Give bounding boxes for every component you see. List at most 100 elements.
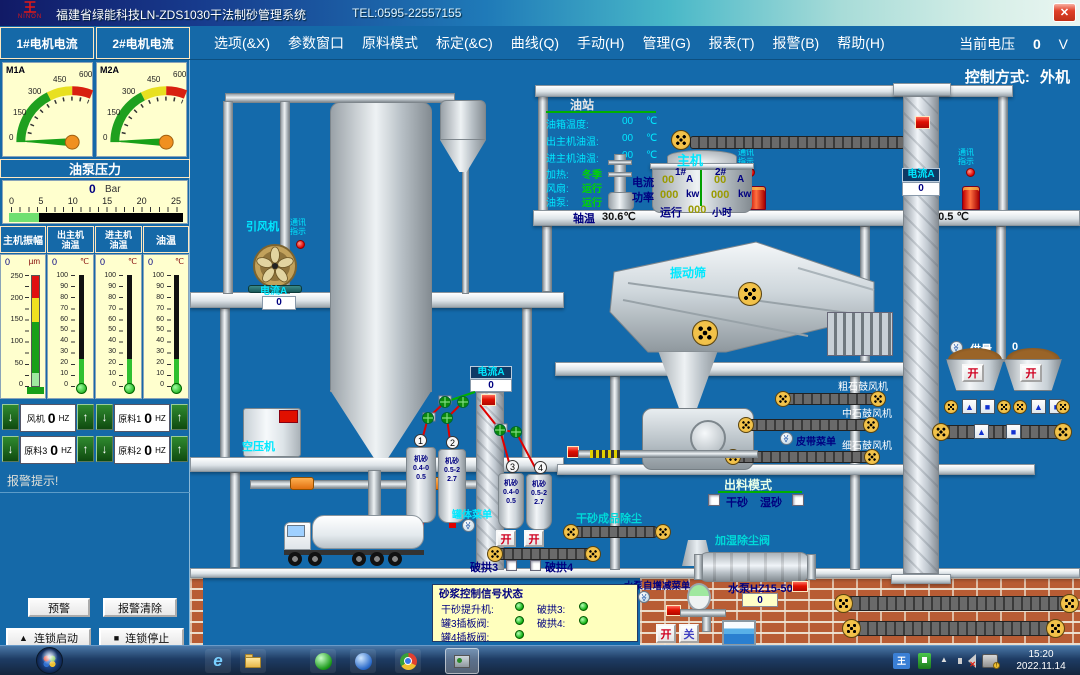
tank3-open-button[interactable]: 开 xyxy=(496,530,516,547)
explorer-icon[interactable] xyxy=(240,649,266,673)
close-button[interactable]: ✕ xyxy=(1053,3,1076,22)
material1-freq-up-button[interactable]: ↑ xyxy=(171,404,188,430)
tick-label: 0 xyxy=(112,380,116,388)
menu-item-manage[interactable]: 管理(G) xyxy=(642,35,691,51)
amp-header: 主机振幅 xyxy=(0,226,46,253)
tick-label: 30 xyxy=(60,348,68,356)
app-blue-icon[interactable] xyxy=(350,649,376,673)
signal-r2c1-label: 罐3插板阀: xyxy=(441,619,490,630)
pump-indicator xyxy=(792,581,808,592)
hopper1-stop-button[interactable]: ■ xyxy=(980,399,995,414)
material3-freq-unit: HZ xyxy=(61,445,72,455)
pipe-coupler xyxy=(290,477,314,490)
break-arch4-checkbox[interactable] xyxy=(530,560,541,571)
screen-funnel xyxy=(658,352,718,410)
browser-icon[interactable] xyxy=(395,649,421,673)
tick-label: 20 xyxy=(156,359,164,367)
menu-item-curves[interactable]: 曲线(Q) xyxy=(510,35,559,51)
air-compressor xyxy=(243,408,301,457)
screw-coil xyxy=(590,450,620,458)
tray-volume-icon[interactable]: ✕ xyxy=(958,654,976,669)
menu-item-options[interactable]: 选项(&X) xyxy=(214,35,270,51)
taskbar-clock[interactable]: 15:20 2022.11.14 xyxy=(1008,649,1074,673)
active-app-icon[interactable] xyxy=(445,648,479,674)
pump-close-button[interactable]: 关 xyxy=(679,624,699,643)
silo-down-pipe xyxy=(368,470,381,518)
coarse-blower-label: 粗石鼓风机 xyxy=(838,382,888,393)
comm-text: 指示 xyxy=(738,157,754,166)
hopper2-open-button[interactable]: 开 xyxy=(1020,364,1042,382)
machine-run-label: 运行 xyxy=(660,207,682,219)
tick-label: 40 xyxy=(60,337,68,345)
tank4-number: 4 xyxy=(534,461,547,474)
current-label-text: 电流A xyxy=(907,169,935,180)
pressure-gauge xyxy=(687,583,711,611)
gauge2-tick-150: 150 xyxy=(107,108,121,117)
dust-conveyor xyxy=(573,526,657,538)
pump-open-button[interactable]: 开 xyxy=(656,624,676,643)
material3-freq-down-button[interactable]: ↓ xyxy=(2,436,19,462)
tray-usb-icon[interactable] xyxy=(918,653,931,669)
signal-r2c2-label: 破拱4: xyxy=(537,619,566,630)
fan-freq-up-button[interactable]: ↑ xyxy=(77,404,94,430)
oil-out-value: 0 xyxy=(52,257,58,267)
menu-item-params[interactable]: 参数窗口 xyxy=(288,35,344,51)
current-value-text: 0 xyxy=(488,380,494,391)
start-button[interactable] xyxy=(36,647,63,674)
prewarn-button[interactable]: 预警 xyxy=(28,598,90,617)
alarm-clear-button[interactable]: 报警清除 xyxy=(103,598,177,617)
logo-glyph-icon: 王 xyxy=(23,0,37,15)
hopper1-forward-button[interactable]: ▲ xyxy=(962,399,977,414)
oil-in-tube xyxy=(127,275,132,387)
signal-r1c1-label: 干砂提升机: xyxy=(441,605,494,616)
shaft-temp-label: 轴温 xyxy=(573,213,595,225)
title-bar: 王 NINON 福建省绿能科技LN-ZDS1030干法制砂管理系统 TEL:05… xyxy=(0,0,1080,26)
tank-menu-icon[interactable]: ≫ xyxy=(462,519,475,532)
hopper1-open-button[interactable]: 开 xyxy=(962,364,984,382)
belt-menu-label[interactable]: 皮带菜单 xyxy=(796,437,836,448)
hopper2-forward-button[interactable]: ▲ xyxy=(1031,399,1046,414)
tank-menu-label[interactable]: 罐体菜单 xyxy=(452,510,492,521)
material2-freq-up-button[interactable]: ↑ xyxy=(171,436,188,462)
menu-item-manual[interactable]: 手动(H) xyxy=(577,35,625,51)
wet-sand-checkbox[interactable] xyxy=(792,494,804,506)
tray-up-arrow-icon[interactable]: ▲ xyxy=(940,655,948,664)
supply-stop-button[interactable]: ■ xyxy=(1006,424,1021,439)
tick-label: 80 xyxy=(60,293,68,301)
menu-item-material-mode[interactable]: 原料模式 xyxy=(362,35,418,51)
menu-item-alarms[interactable]: 报警(B) xyxy=(772,35,820,51)
oil-pump-base xyxy=(608,192,634,210)
belt-menu-icon[interactable]: ≫ xyxy=(780,432,793,445)
ie-icon[interactable]: e xyxy=(205,649,231,673)
comm-text: 通讯 xyxy=(958,148,974,157)
frame-leg xyxy=(542,226,552,292)
break-arch3-checkbox[interactable] xyxy=(506,560,517,571)
pump-menu-icon[interactable]: ≫ xyxy=(638,591,650,603)
material3-freq-up-button[interactable]: ↑ xyxy=(77,436,94,462)
menu-item-help[interactable]: 帮助(H) xyxy=(837,35,885,51)
material2-freq-down-button[interactable]: ↓ xyxy=(96,436,113,462)
dry-sand-checkbox[interactable] xyxy=(708,494,720,506)
water-pump-value-box: 0 xyxy=(742,593,778,607)
tank4-open-button[interactable]: 开 xyxy=(524,530,544,547)
oil-in-temp-value: 00 xyxy=(622,150,634,161)
tray-app-icon[interactable]: 王 xyxy=(893,653,910,669)
menu-item-reports[interactable]: 报表(T) xyxy=(708,35,755,51)
clock-time: 15:20 xyxy=(1028,649,1054,660)
menu-item-calibration[interactable]: 标定(&C) xyxy=(436,35,493,51)
pump-menu-label[interactable]: 水泵自增减菜单 xyxy=(624,581,691,592)
oil-pressure-tickmarks xyxy=(11,207,181,212)
oil-pump-label: 油泵: xyxy=(546,198,569,209)
app-green-icon[interactable] xyxy=(310,649,336,673)
tray-network-icon[interactable]: ! xyxy=(982,654,1000,669)
fan-freq-down-button[interactable]: ↓ xyxy=(2,404,19,430)
tick-label: 100 xyxy=(56,272,68,279)
air-compressor-label: 空压机 xyxy=(242,441,275,453)
tick-label: 5 xyxy=(38,196,44,206)
material1-freq-down-button[interactable]: ↓ xyxy=(96,404,113,430)
comm-text: 通讯 xyxy=(290,218,306,227)
heating-label: 加热: xyxy=(546,170,569,181)
supply-forward-button[interactable]: ▲ xyxy=(974,424,989,439)
